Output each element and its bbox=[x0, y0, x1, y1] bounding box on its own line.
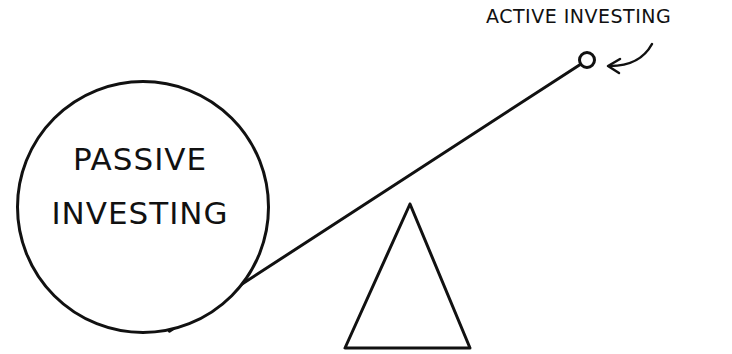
fulcrum-triangle bbox=[345, 204, 470, 348]
callout-label: ACTIVE INVESTING bbox=[486, 5, 671, 27]
circle-shape bbox=[580, 53, 595, 68]
leader-arrow bbox=[610, 44, 652, 66]
circle-shape bbox=[18, 82, 269, 333]
node-label: PASSIVE INVESTING bbox=[30, 132, 250, 240]
circle-outline bbox=[578, 51, 596, 69]
circle-node: PASSIVE INVESTING bbox=[16, 80, 270, 334]
leader-arrowhead bbox=[608, 59, 620, 73]
small-circle-node: ACTIVE INVESTING bbox=[578, 51, 596, 69]
